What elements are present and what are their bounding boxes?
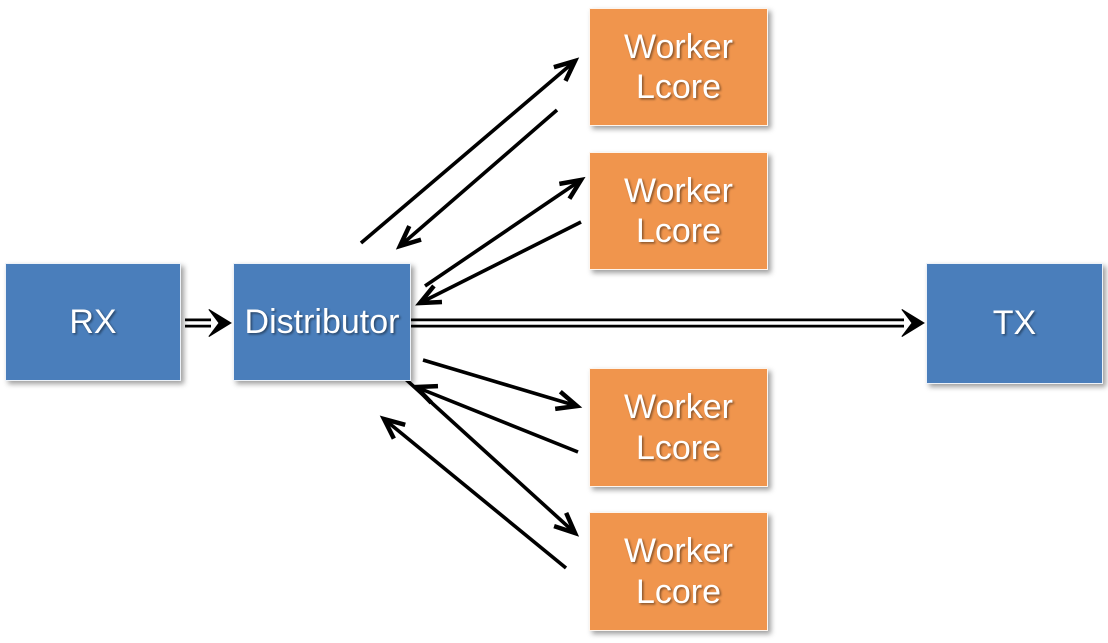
node-worker-lcore-1-label-line1: Worker (624, 27, 733, 66)
connector-distributor-to-worker-4 (398, 372, 580, 537)
node-worker-lcore-4[interactable]: Worker Lcore (589, 512, 768, 631)
connector-rx-to-distributor (185, 308, 232, 338)
node-worker-lcore-2[interactable]: Worker Lcore (589, 152, 768, 270)
node-worker-lcore-4-label-line1: Worker (624, 532, 733, 571)
node-tx[interactable]: TX (926, 263, 1103, 384)
connector-distributor-to-worker-1 (359, 57, 580, 245)
connector-worker-3-to-distributor (410, 383, 579, 454)
connector-worker-1-to-distributor (395, 108, 559, 250)
node-worker-lcore-1-label-line2: Lcore (635, 68, 722, 106)
node-rx-label: RX (69, 302, 117, 341)
node-worker-lcore-1[interactable]: Worker Lcore (589, 8, 768, 126)
node-worker-lcore-4-label-line2: Lcore (635, 572, 722, 611)
node-rx[interactable]: RX (5, 263, 181, 381)
node-worker-lcore-3-label-line1: Worker (624, 388, 733, 427)
node-distributor[interactable]: Distributor (233, 263, 411, 381)
node-tx-label: TX (992, 304, 1037, 343)
connector-distributor-to-tx (411, 308, 925, 338)
node-worker-lcore-3[interactable]: Worker Lcore (589, 368, 768, 487)
node-worker-lcore-2-label-line1: Worker (624, 171, 733, 210)
connector-distributor-to-worker-3 (422, 358, 583, 412)
connector-worker-2-to-distributor (415, 220, 582, 306)
node-distributor-label: Distributor (244, 302, 400, 341)
node-worker-lcore-3-label-line2: Lcore (635, 428, 722, 467)
connector-distributor-to-worker-2 (423, 176, 586, 288)
connector-worker-4-to-distributor (379, 415, 568, 570)
node-worker-lcore-2-label-line2: Lcore (635, 212, 722, 250)
